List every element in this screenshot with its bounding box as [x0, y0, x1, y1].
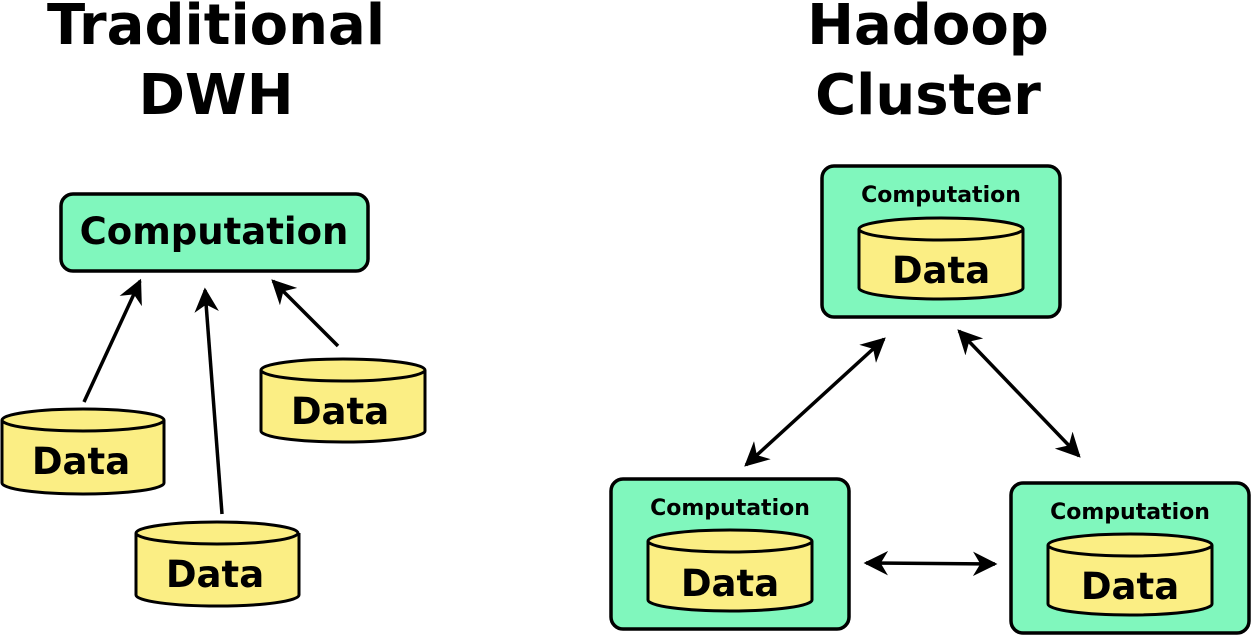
dwh-data-label-2: Data: [166, 553, 264, 596]
hadoop-node-right-data-label: Data: [1081, 565, 1179, 608]
left-title-line2: DWH: [138, 63, 293, 128]
dwh-data-cylinder-2: Data: [134, 520, 301, 608]
right-title-line2: Cluster: [815, 63, 1041, 128]
dwh-data-cylinder-1: Data: [0, 407, 166, 496]
hadoop-node-bottom-left: Computation Data: [609, 477, 851, 631]
dwh-arrow-2: [194, 287, 224, 515]
hadoop-arrow-top-left: [744, 337, 886, 467]
dwh-arrow-1: [82, 278, 142, 403]
hadoop-node-left-data-label: Data: [681, 562, 779, 605]
hadoop-node-top-computation-label: Computation: [861, 183, 1021, 208]
hadoop-node-top-data-label: Data: [892, 249, 990, 292]
hadoop-arrow-top-right: [957, 329, 1081, 458]
hadoop-node-right-computation-label: Computation: [1050, 500, 1210, 525]
hadoop-node-bottom-right: Computation Data: [1009, 481, 1251, 635]
dwh-computation-label: Computation: [80, 210, 349, 253]
left-title-line1: Traditional: [47, 0, 385, 58]
right-title-line1: Hadoop: [807, 0, 1049, 58]
dwh-data-label-1: Data: [32, 440, 130, 483]
hadoop-node-top: Computation Data: [820, 164, 1062, 319]
dwh-computation-box: Computation: [59, 192, 370, 273]
hadoop-node-left-computation-label: Computation: [650, 496, 810, 521]
hadoop-arrow-bottom: [863, 550, 998, 577]
dwh-data-cylinder-3: Data: [259, 357, 427, 444]
dwh-arrow-3: [271, 279, 340, 348]
dwh-data-label-3: Data: [291, 390, 389, 433]
